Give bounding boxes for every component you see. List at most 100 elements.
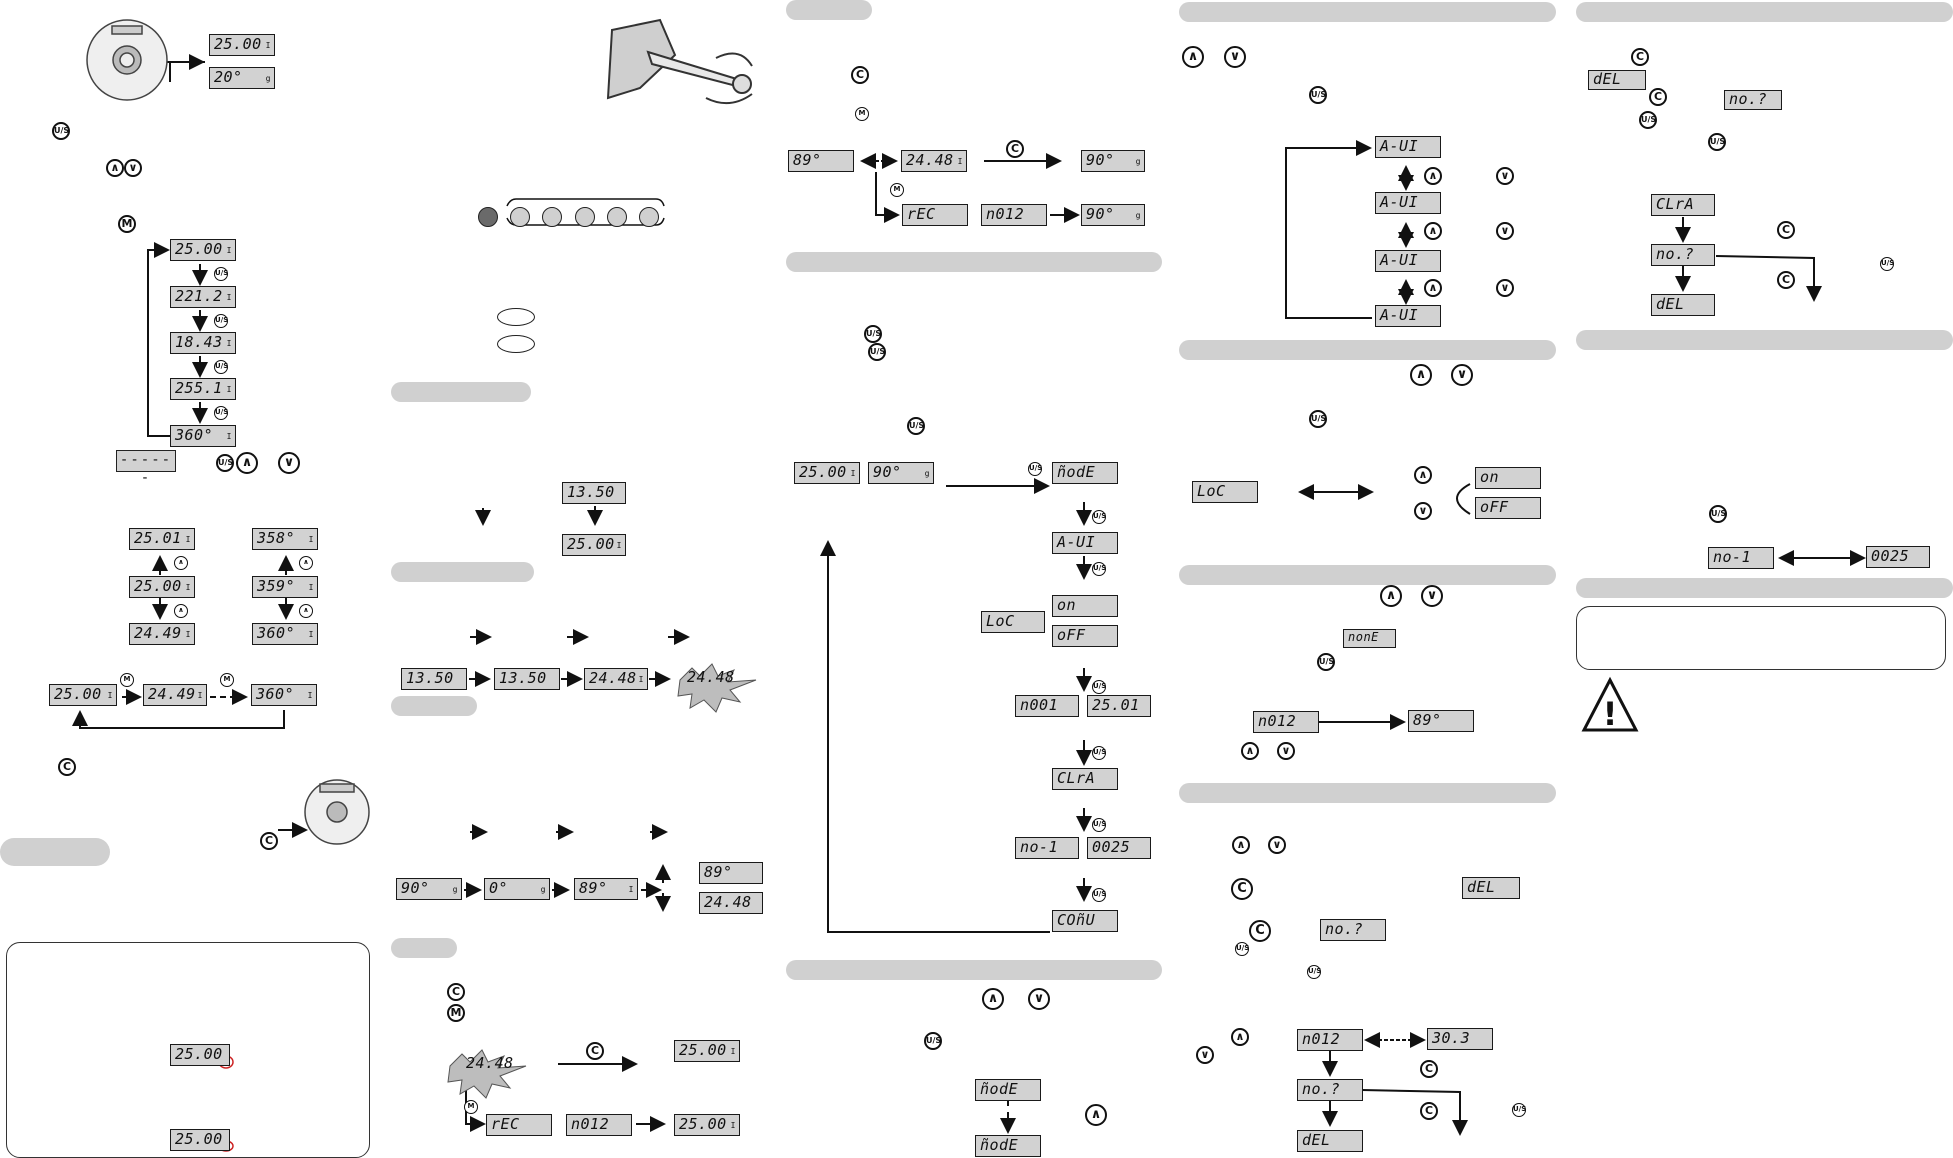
up-button[interactable]: ∧ [174, 556, 188, 570]
c-button[interactable]: C [1249, 920, 1271, 942]
c-button[interactable]: C [1777, 271, 1795, 289]
c-button[interactable]: C [851, 66, 869, 84]
m-button[interactable]: M [447, 1004, 465, 1022]
us-button[interactable]: U/S [1512, 1103, 1526, 1117]
up-button[interactable]: ∧ [1410, 364, 1432, 386]
warning-icon [1581, 676, 1639, 732]
up-button[interactable]: ∧ [1380, 585, 1402, 607]
c-button[interactable]: C [260, 832, 278, 850]
c-button[interactable]: C [1777, 221, 1795, 239]
us-button[interactable]: U/S [214, 314, 228, 328]
none-display: nonE [1343, 629, 1396, 648]
up-button[interactable]: ∧ [1182, 46, 1204, 68]
us-button[interactable]: U/S [907, 417, 925, 435]
top-display: 90°g [1081, 150, 1145, 172]
nop-display: no.? [1320, 919, 1386, 941]
us-button[interactable]: U/S [868, 343, 886, 361]
us-button[interactable]: U/S [216, 454, 234, 472]
adjust-display: 359°I [252, 576, 318, 598]
section-header-bar [1179, 340, 1556, 360]
up-button[interactable]: ∧ [1085, 1104, 1107, 1126]
us-button[interactable]: U/S [1309, 86, 1327, 104]
up-button[interactable]: ∧ [1231, 1028, 1249, 1046]
us-button[interactable]: U/S [1708, 133, 1726, 151]
section-header-bar [786, 960, 1162, 980]
loc-off-display: oFF [1475, 497, 1541, 519]
us-button[interactable]: U/S [1092, 510, 1106, 524]
c-button[interactable]: C [1006, 140, 1024, 158]
down-button[interactable]: ∨ [1496, 167, 1514, 185]
us-button[interactable]: U/S [52, 122, 70, 140]
m-button[interactable]: M [890, 183, 904, 197]
menu-display: on [1052, 595, 1118, 617]
up-button[interactable]: ∧ [106, 159, 124, 177]
nop-display: no.? [1724, 90, 1782, 110]
up-button[interactable]: ∧ [174, 604, 188, 618]
bottom-menu-display: ñodE [975, 1079, 1041, 1101]
c-button[interactable]: C [586, 1042, 604, 1060]
down-button[interactable]: ∨ [1224, 46, 1246, 68]
us-button[interactable]: U/S [1028, 462, 1042, 476]
aui-display: A-UI [1375, 250, 1441, 272]
us-button[interactable]: U/S [214, 267, 228, 281]
c-button[interactable]: C [1420, 1102, 1438, 1120]
m-button[interactable]: M [855, 107, 869, 121]
m-button[interactable]: M [118, 215, 136, 233]
down-button[interactable]: ∨ [1496, 279, 1514, 297]
up-button[interactable]: ∧ [1241, 742, 1259, 760]
down-button[interactable]: ∨ [1268, 836, 1286, 854]
down-button[interactable]: ∨ [1451, 364, 1473, 386]
adjust-display: 360°I [252, 623, 318, 645]
us-button[interactable]: U/S [1092, 680, 1106, 694]
section-header-bar [1179, 565, 1556, 585]
up-button[interactable]: ∧ [982, 988, 1004, 1010]
c-button[interactable]: C [58, 758, 76, 776]
m-button[interactable]: M [220, 673, 234, 687]
us-button[interactable]: U/S [1317, 653, 1335, 671]
down-button[interactable]: ∨ [1421, 585, 1443, 607]
loc-display: LoC [1192, 481, 1258, 503]
us-button[interactable]: U/S [1092, 888, 1106, 902]
c-button[interactable]: C [1231, 878, 1253, 900]
us-button[interactable]: U/S [214, 360, 228, 374]
section-header-bar [0, 838, 110, 866]
us-button[interactable]: U/S [1307, 965, 1321, 979]
down-button[interactable]: ∨ [1414, 502, 1432, 520]
up-button[interactable]: ∧ [1424, 167, 1442, 185]
down-button[interactable]: ∨ [1196, 1046, 1214, 1064]
up-button[interactable]: ∧ [299, 604, 313, 618]
us-button[interactable]: U/S [1880, 257, 1894, 271]
step-dot [575, 207, 595, 227]
us-button[interactable]: U/S [1235, 942, 1249, 956]
down-button[interactable]: ∨ [1277, 742, 1295, 760]
m-button[interactable]: M [120, 673, 134, 687]
nop-display: no.? [1651, 244, 1715, 266]
down-button[interactable]: ∨ [1028, 988, 1050, 1010]
us-button[interactable]: U/S [214, 406, 228, 420]
us-button[interactable]: U/S [924, 1032, 942, 1050]
c-button[interactable]: C [1420, 1060, 1438, 1078]
us-button[interactable]: U/S [1092, 818, 1106, 832]
down-button[interactable]: ∨ [278, 452, 300, 474]
up-button[interactable]: ∧ [1424, 222, 1442, 240]
c-button[interactable]: C [1649, 88, 1667, 106]
seq2-display: 90°g [396, 878, 462, 900]
aui-display: A-UI [1375, 192, 1441, 214]
us-button[interactable]: U/S [1092, 746, 1106, 760]
up-button[interactable]: ∧ [299, 556, 313, 570]
up-button[interactable]: ∧ [1232, 836, 1250, 854]
us-button[interactable]: U/S [1092, 562, 1106, 576]
c-button[interactable]: C [447, 983, 465, 1001]
down-button[interactable]: ∨ [124, 159, 142, 177]
m-button[interactable]: M [464, 1100, 478, 1114]
us-button[interactable]: U/S [864, 325, 882, 343]
c-button[interactable]: C [1631, 48, 1649, 66]
up-button[interactable]: ∧ [236, 452, 258, 474]
us-button[interactable]: U/S [1709, 505, 1727, 523]
us-button[interactable]: U/S [1309, 410, 1327, 428]
up-button[interactable]: ∧ [1424, 279, 1442, 297]
down-button[interactable]: ∨ [1496, 222, 1514, 240]
us-button[interactable]: U/S [1639, 111, 1657, 129]
up-button[interactable]: ∧ [1414, 466, 1432, 484]
